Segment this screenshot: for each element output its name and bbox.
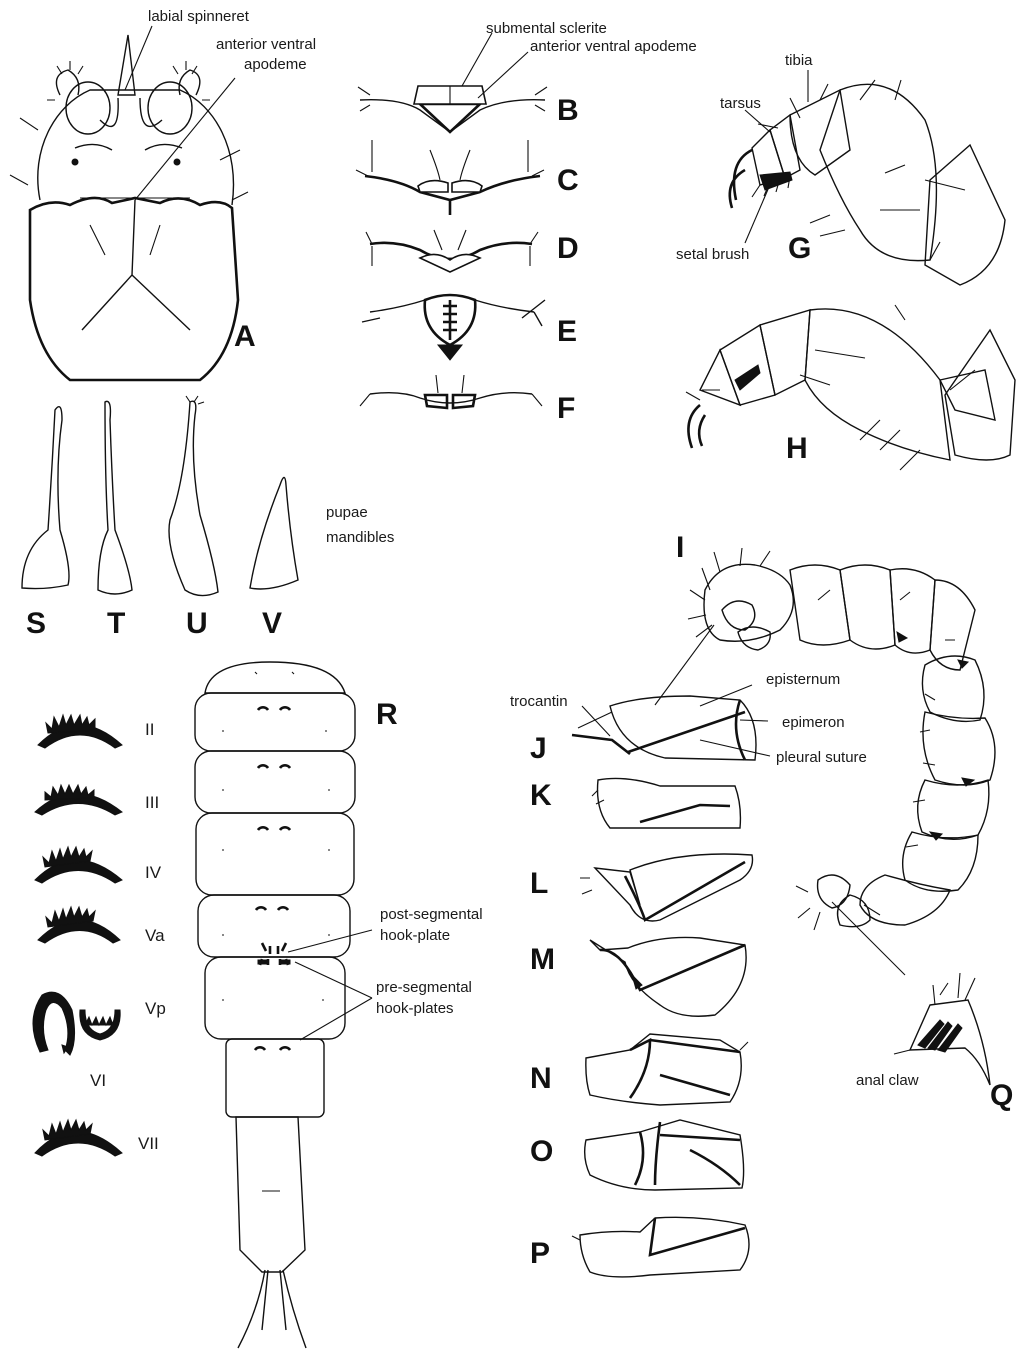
anterior-ventral-apodeme-label-2: apodeme — [244, 56, 307, 73]
panel-label-o: O — [530, 1135, 553, 1168]
pupae-mandibles-label-2: mandibles — [326, 529, 394, 546]
panel-label-u: U — [186, 607, 208, 640]
submental-sclerite-label: submental sclerite — [486, 20, 607, 37]
hook-plate-label: Vp — [145, 999, 166, 1018]
panel-e-submentum: E — [362, 295, 577, 360]
panel-label-h: H — [786, 432, 808, 465]
post-segmental-label-2: hook-plate — [380, 927, 450, 944]
panel-j-pleurite: trocantin episternum epimeron pleural su… — [510, 671, 867, 766]
hook-plate-label: III — [145, 793, 159, 812]
panel-b-submentum: submental sclerite anterior ventral apod… — [358, 20, 697, 132]
pupae-mandibles-label: pupae — [326, 504, 368, 521]
pleural-suture-label: pleural suture — [776, 749, 867, 766]
panel-label-j: J — [530, 732, 547, 765]
panel-label-v: V — [262, 607, 282, 640]
panel-g-leg: tibia tarsus setal brush G — [676, 52, 1005, 285]
tarsus-label: tarsus — [720, 95, 761, 112]
panel-label-g: G — [788, 232, 811, 265]
panel-label-p: P — [530, 1237, 550, 1270]
panel-label-i: I — [676, 531, 684, 564]
post-segmental-label: post-segmental — [380, 906, 483, 923]
trocantin-label: trocantin — [510, 693, 568, 710]
panel-label-e: E — [557, 315, 577, 348]
hook-plate-label: II — [145, 720, 154, 739]
panel-n-pleurite: N — [530, 1034, 748, 1105]
anterior-ventral-apodeme-label: anterior ventral — [216, 36, 316, 53]
panel-r-pupa: post-segmental hook-plate pre-segmental … — [195, 662, 483, 1348]
panel-label-l: L — [530, 867, 548, 900]
panel-h-leg: H — [686, 305, 1015, 470]
epimeron-label: epimeron — [782, 714, 845, 731]
panel-f-submentum: F — [360, 375, 575, 425]
panel-label-n: N — [530, 1062, 552, 1095]
hook-plate-label: VI — [90, 1071, 106, 1090]
panel-label-k: K — [530, 779, 552, 812]
anal-claw-label: anal claw — [856, 1072, 919, 1089]
hook-plate-label: Va — [145, 926, 165, 945]
pre-segmental-label-2: hook-plates — [376, 1000, 454, 1017]
panel-c-submentum: C — [356, 140, 579, 215]
hook-plate-label: IV — [145, 863, 162, 882]
episternum-label: episternum — [766, 671, 840, 688]
hook-plates: II III IV Va Vp VI VII — [33, 715, 166, 1156]
panel-label-f: F — [557, 392, 575, 425]
pre-segmental-label: pre-segmental — [376, 979, 472, 996]
panel-s-v-mandibles: pupae mandibles S T U V — [22, 396, 394, 640]
panel-label-a: A — [234, 320, 256, 353]
panel-o-pleurite: O — [530, 1120, 744, 1190]
panel-label-r: R — [376, 698, 398, 731]
labial-spinneret-label: labial spinneret — [148, 8, 250, 25]
panel-label-s: S — [26, 607, 46, 640]
panel-label-m: M — [530, 943, 555, 976]
anterior-ventral-apodeme-b-label: anterior ventral apodeme — [530, 38, 697, 55]
hook-plate-label: VII — [138, 1134, 159, 1153]
panel-label-c: C — [557, 164, 579, 197]
panel-k-pleurite: K — [530, 778, 740, 828]
panel-label-t: T — [107, 607, 125, 640]
panel-m-pleurite: M — [530, 937, 746, 1016]
panel-label-d: D — [557, 232, 579, 265]
panel-label-q: Q — [990, 1079, 1013, 1112]
setal-brush-label: setal brush — [676, 246, 749, 263]
panel-a-head: labial spinneret anterior ventral apodem… — [10, 8, 316, 380]
panel-q-anal-claw: anal claw Q — [856, 973, 1013, 1112]
panel-label-b: B — [557, 94, 579, 127]
panel-d-submentum: D — [366, 230, 579, 272]
panel-l-pleurite: L — [530, 854, 753, 921]
tibia-label: tibia — [785, 52, 813, 69]
panel-p-pleurite: P — [530, 1217, 749, 1277]
